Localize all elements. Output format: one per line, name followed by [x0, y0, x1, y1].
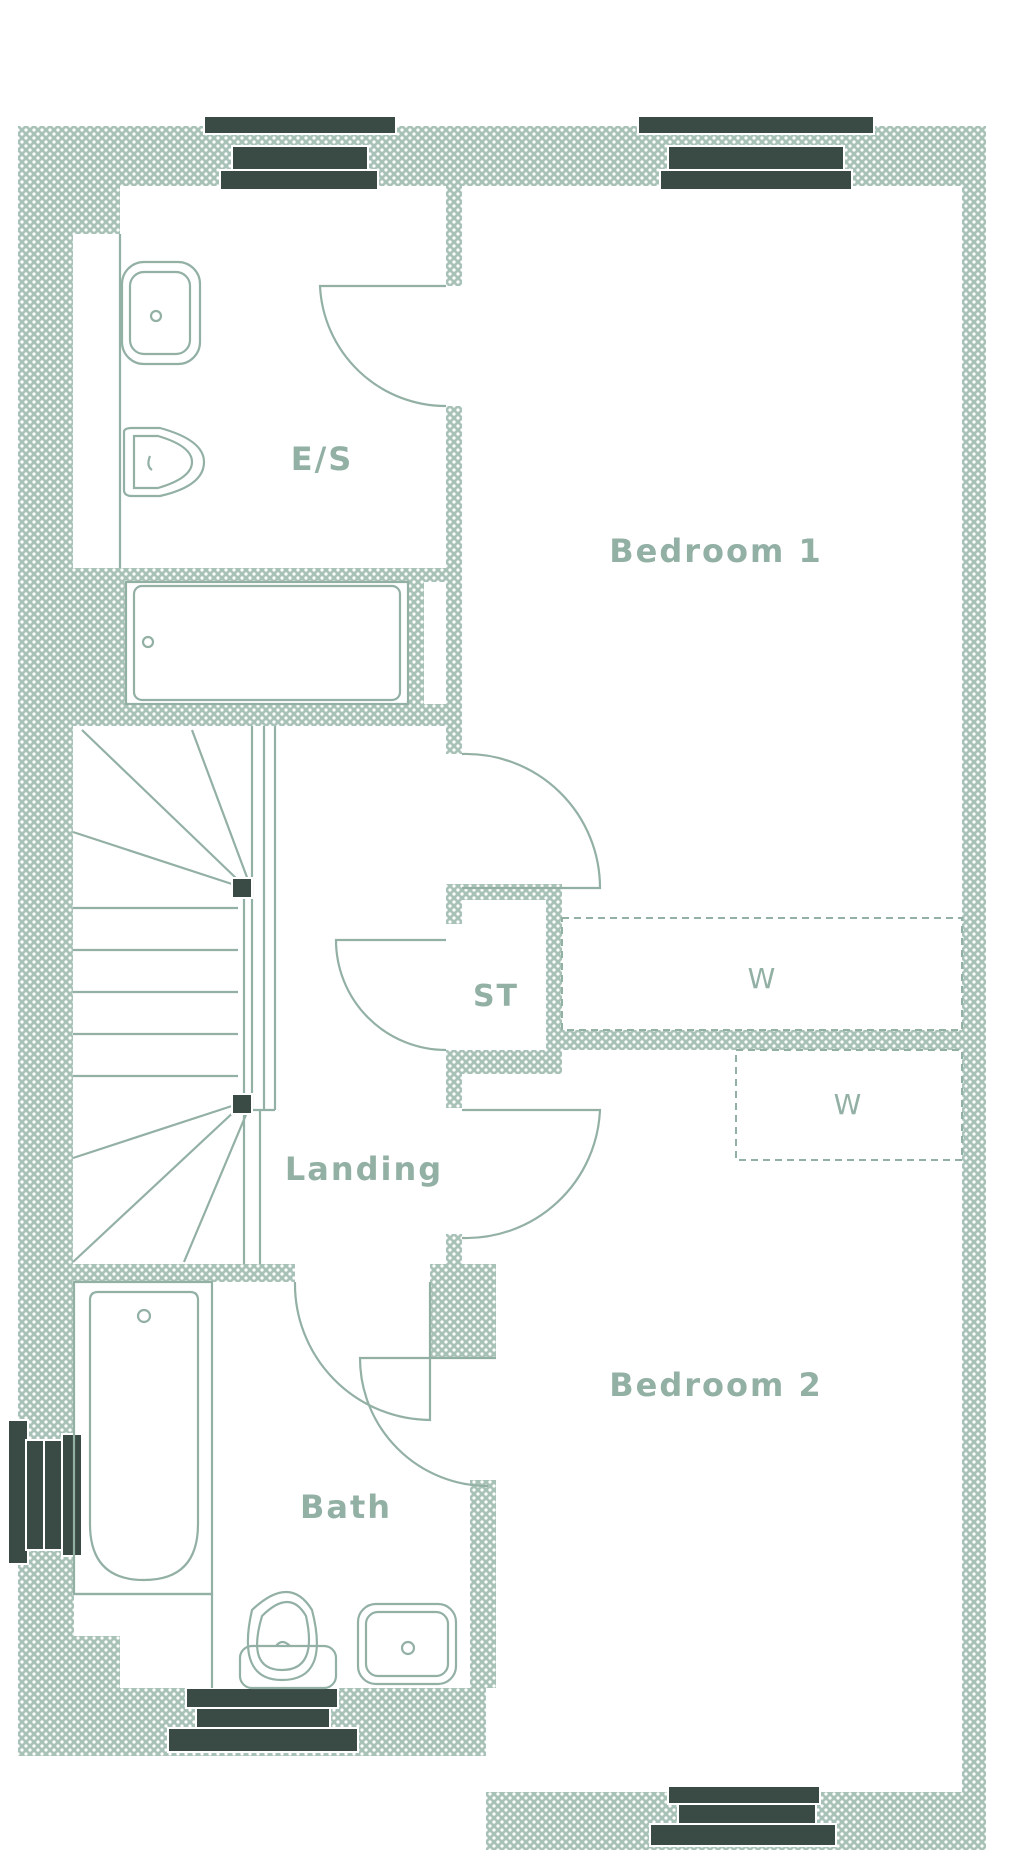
- window-bathroom-bottom: [167, 1687, 359, 1753]
- bathroom-basin: [356, 1602, 458, 1686]
- newel-post: [231, 877, 253, 899]
- room-label-bedroom1: Bedroom 1: [609, 532, 823, 570]
- doors: [293, 284, 602, 1488]
- fixtures: [72, 234, 963, 1690]
- partition-wall: [446, 186, 462, 286]
- door-bathroom-landing: [293, 1281, 432, 1422]
- partition-wall: [446, 1050, 562, 1074]
- partition-wall: [470, 1480, 496, 1688]
- newel-post: [231, 1093, 253, 1115]
- ensuite-basin: [120, 260, 202, 366]
- door-store: [334, 938, 447, 1052]
- staircase: [72, 726, 277, 1264]
- partition-wall: [446, 884, 562, 900]
- ensuite-toilet: [122, 426, 206, 498]
- door-bathroom: [358, 1356, 496, 1488]
- door-bedroom1: [461, 752, 602, 890]
- window-bedroom1: [637, 115, 875, 191]
- partition-wall: [73, 1264, 295, 1282]
- bathroom-toilet: [238, 1590, 338, 1690]
- ensuite-bath: [124, 580, 410, 706]
- door-bedroom2: [461, 1108, 602, 1240]
- partition-wall: [446, 1050, 462, 1108]
- partition-wall: [546, 884, 562, 1074]
- wardrobe-outline: [735, 1049, 963, 1161]
- room-label-bathroom: Bath: [300, 1488, 392, 1526]
- room-label-bedroom2: Bedroom 2: [609, 1366, 823, 1404]
- room-label-landing: Landing: [285, 1150, 443, 1188]
- room-label-wardrobe: W: [834, 1088, 863, 1121]
- window-bedroom2: [649, 1785, 837, 1847]
- partition-wall: [408, 568, 424, 718]
- wall-segment: [18, 126, 120, 234]
- bathroom-bath: [72, 1280, 214, 1596]
- window-ensuite: [203, 115, 397, 191]
- partition-wall: [562, 1030, 962, 1050]
- room-labels: E/S Bedroom 1 ST W W Landing Bedroom 2 B…: [285, 440, 863, 1526]
- room-label-ensuite: E/S: [291, 440, 354, 478]
- window-bathroom-side: [7, 1419, 83, 1565]
- partition-wall: [430, 1264, 496, 1358]
- windows: [7, 115, 875, 1847]
- wardrobe-outline: [561, 917, 963, 1031]
- room-label-store: ST: [473, 979, 519, 1014]
- partition-wall: [106, 582, 126, 718]
- partition-wall: [446, 884, 462, 924]
- room-label-wardrobe: W: [748, 962, 777, 995]
- door-ensuite: [318, 284, 447, 408]
- outer-wall: [18, 126, 986, 1850]
- partition-wall: [73, 704, 462, 726]
- partition-wall: [73, 568, 462, 582]
